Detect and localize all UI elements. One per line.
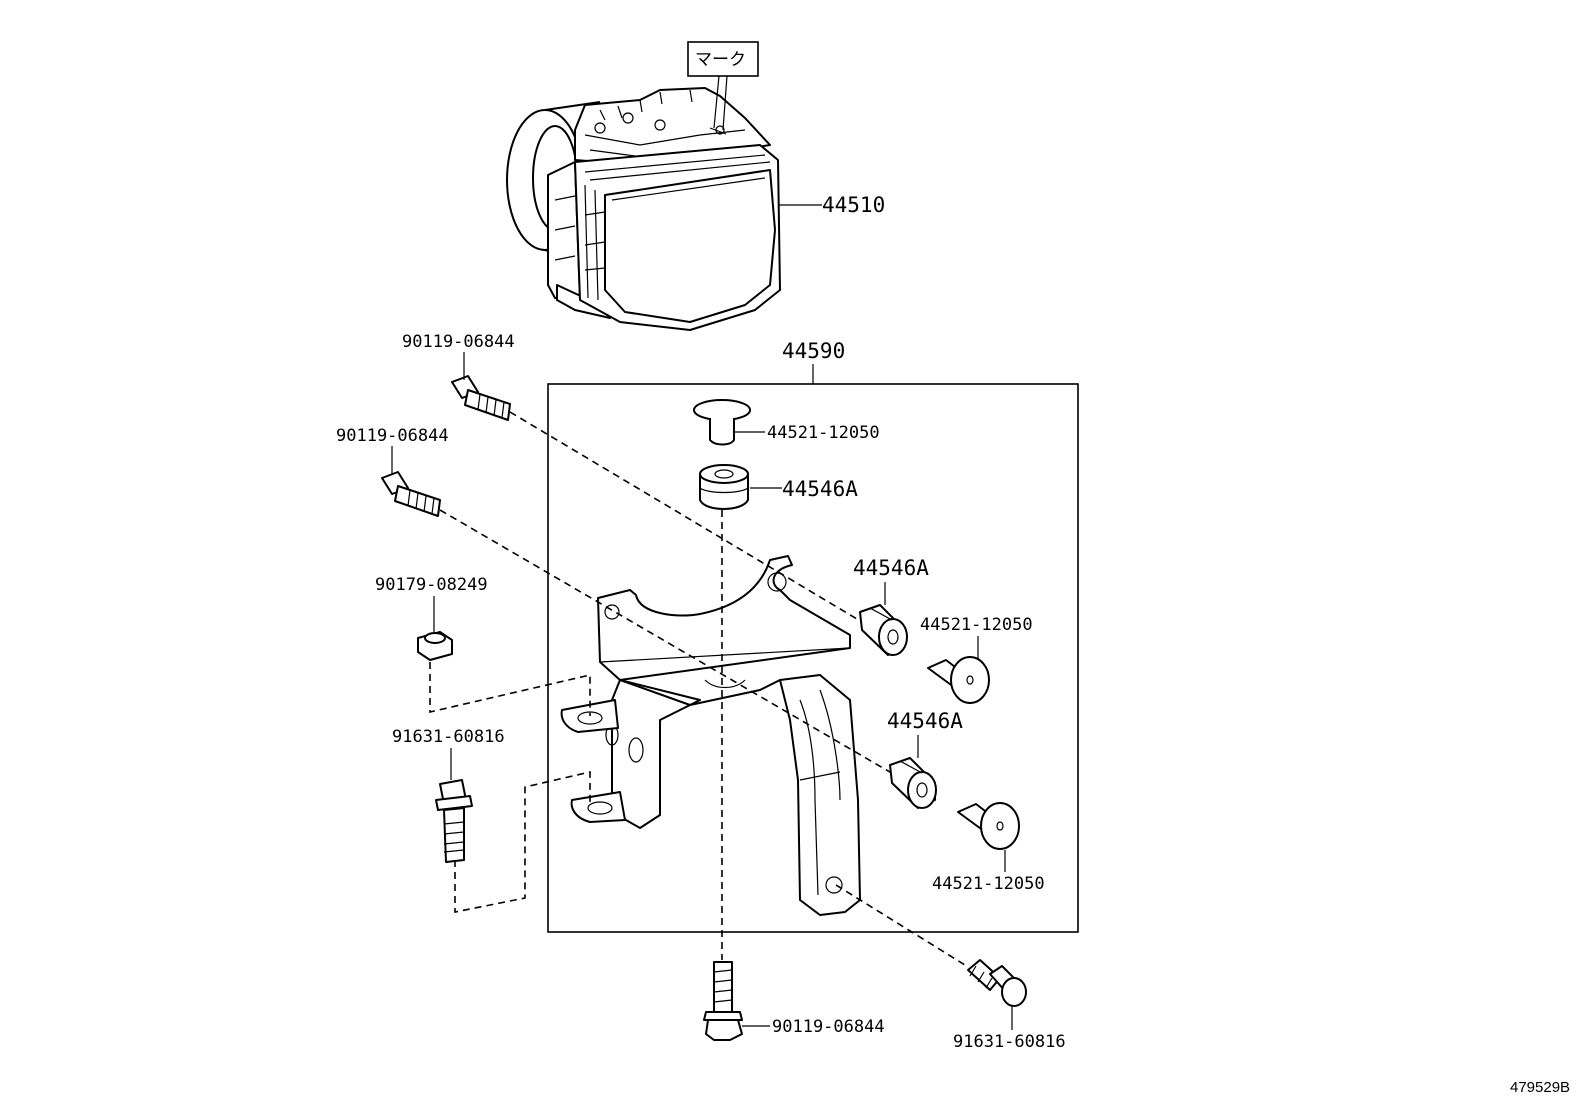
actuator-part-number: 44510: [822, 193, 885, 217]
mark-label: マーク: [695, 50, 746, 70]
bolt-90119-06844-upper: [451, 375, 511, 421]
bolt-bottom-part-number: 90119-06844: [772, 1017, 885, 1037]
collar-lower-part-number: 44521-12050: [932, 874, 1045, 894]
collar-middle-part-number: 44521-12050: [920, 615, 1033, 635]
cushion-44546A-lower: [889, 757, 937, 809]
mark-callout-box: [687, 41, 759, 77]
bolt-right-part-number: 91631-60816: [953, 1032, 1066, 1052]
nut-part-number: 90179-08249: [375, 575, 488, 595]
bolt-lower-part-number: 90119-06844: [336, 426, 449, 446]
collar-top-part-number: 44521-12050: [767, 423, 880, 443]
collar-44521-12050-top: [693, 399, 751, 446]
bracket-assy-part-number: 44590: [782, 339, 845, 363]
cushion-lower-part-number: 44546A: [887, 709, 963, 733]
bolt-90119-06844-lower: [381, 471, 441, 517]
bolt-91631-60816-left: [435, 779, 473, 863]
bolt-91631-60816-right: [967, 959, 1027, 1007]
diagram-reference-number: 479529B: [1510, 1079, 1570, 1096]
bracket-illustration: [560, 555, 861, 916]
cushion-top-part-number: 44546A: [782, 477, 858, 501]
bolt-upper-part-number: 90119-06844: [402, 332, 515, 352]
cushion-middle-part-number: 44546A: [853, 556, 929, 580]
bolt-left-part-number: 91631-60816: [392, 727, 505, 747]
collar-44521-12050-middle: [927, 656, 990, 704]
collar-44521-12050-lower: [957, 802, 1020, 850]
bolt-90119-06844-bottom: [703, 961, 743, 1041]
assembly-guide-lines: [429, 411, 966, 966]
cushion-44546A-top: [699, 464, 749, 510]
cushion-44546A-middle: [859, 604, 908, 656]
abs-actuator-illustration: [506, 41, 822, 331]
nut-90179-08249: [417, 631, 453, 661]
